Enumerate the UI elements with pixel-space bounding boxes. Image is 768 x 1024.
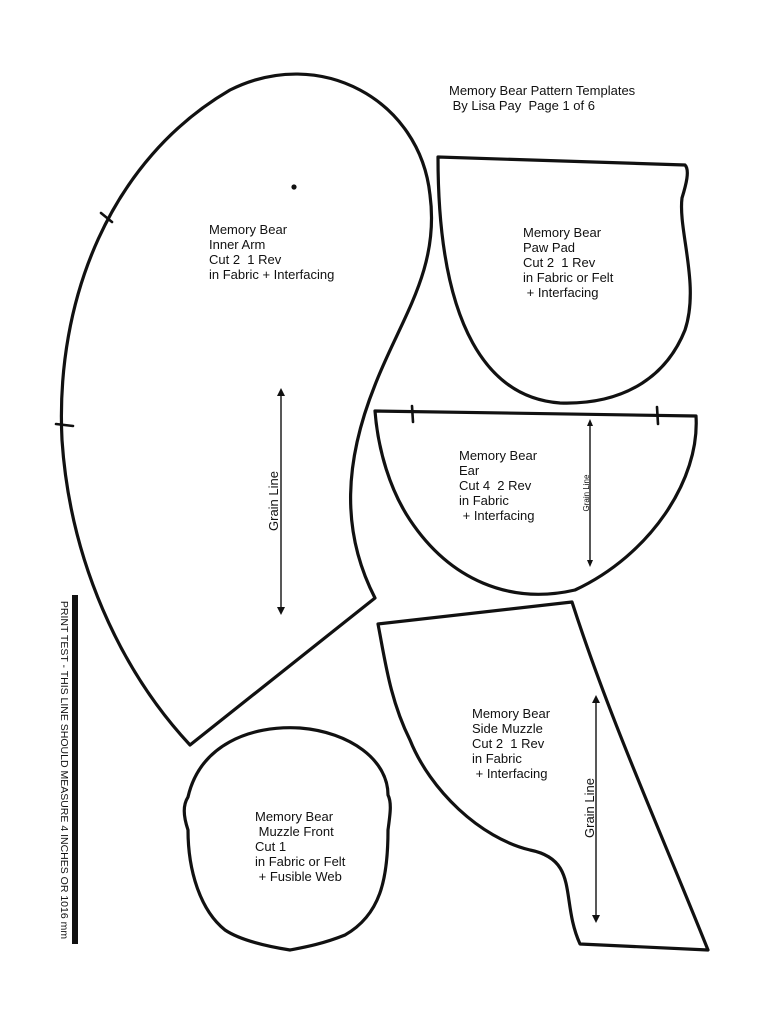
- page-title: Memory Bear Pattern Templates: [449, 83, 636, 98]
- ear-label: Memory Bear Ear Cut 4 2 Rev in Fabric + …: [459, 448, 538, 523]
- inner-arm-outline: [59, 72, 434, 747]
- ear-outline: [373, 409, 698, 596]
- print-test-label: PRINT TEST - THIS LINE SHOULD MEASURE 4 …: [58, 600, 70, 940]
- side-muzzle-label: Memory Bear Side Muzzle Cut 2 1 Rev in F…: [472, 706, 551, 781]
- side-muzzle-grain-label: Grain Line: [582, 778, 597, 838]
- page-subtitle: By Lisa Pay Page 1 of 6: [449, 98, 595, 113]
- inner-arm-grain-label: Grain Line: [266, 471, 281, 531]
- ear-notch-left: [410, 404, 415, 424]
- inner-arm-notch-side: [54, 422, 75, 428]
- paw-pad-outline: [436, 155, 692, 405]
- inner-arm-grain-arrow: [277, 388, 285, 615]
- muzzle-front-outline: [182, 726, 392, 952]
- paw-pad-label: Memory Bear Paw Pad Cut 2 1 Rev in Fabri…: [523, 225, 614, 300]
- print-test-measure-line: [72, 595, 78, 944]
- ear-grain-label: Grain Line: [582, 474, 591, 512]
- side-muzzle-outline: [376, 600, 710, 952]
- inner-arm-label: Memory Bear Inner Arm Cut 2 1 Rev in Fab…: [209, 222, 335, 282]
- inner-arm-eye-dot: [291, 184, 297, 190]
- inner-arm-notch-top: [99, 211, 114, 224]
- ear-notch-right: [655, 405, 660, 426]
- muzzle-front-label: Memory Bear Muzzle Front Cut 1 in Fabric…: [255, 809, 346, 884]
- side-muzzle-grain-arrow: [592, 695, 600, 923]
- ear-grain-arrow: [587, 419, 593, 567]
